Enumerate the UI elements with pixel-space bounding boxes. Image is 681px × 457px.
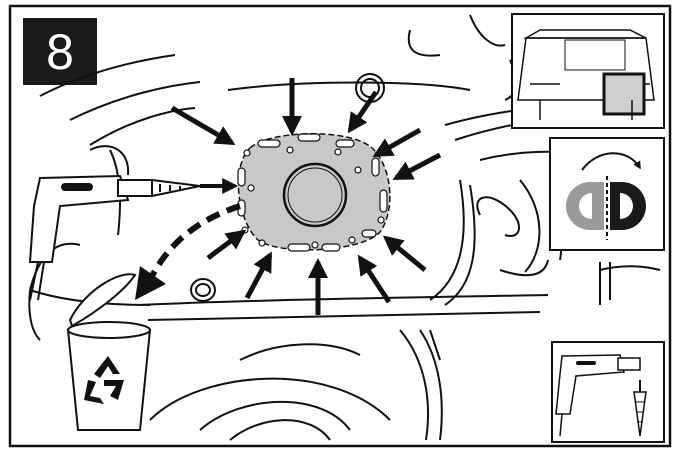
- clip-slots: [237, 133, 388, 252]
- pointer-arrows: [170, 78, 442, 315]
- step-number: 8: [46, 23, 74, 80]
- cutout-panel: [237, 133, 391, 252]
- power-drill-icon: [28, 174, 201, 301]
- vehicle-rear-locator-icon: [511, 13, 665, 129]
- rubber-plug-icon: [355, 73, 385, 103]
- center-hole: [282, 162, 348, 228]
- outer-frame: [8, 4, 672, 448]
- recycle-bin-icon: [66, 273, 152, 431]
- step-number-badge: 8: [23, 18, 97, 85]
- dispose-arrow-head: [135, 266, 166, 300]
- cut-in-half-symbol-icon: [549, 137, 665, 251]
- step-drill-bit-icon: [633, 380, 647, 437]
- recycle-symbol: [84, 356, 124, 404]
- drill-with-step-bit-inset: [551, 341, 665, 443]
- rubber-plug-icon-lower: [190, 278, 216, 302]
- dispose-arrow: [147, 203, 241, 282]
- cable-hook: [476, 196, 520, 237]
